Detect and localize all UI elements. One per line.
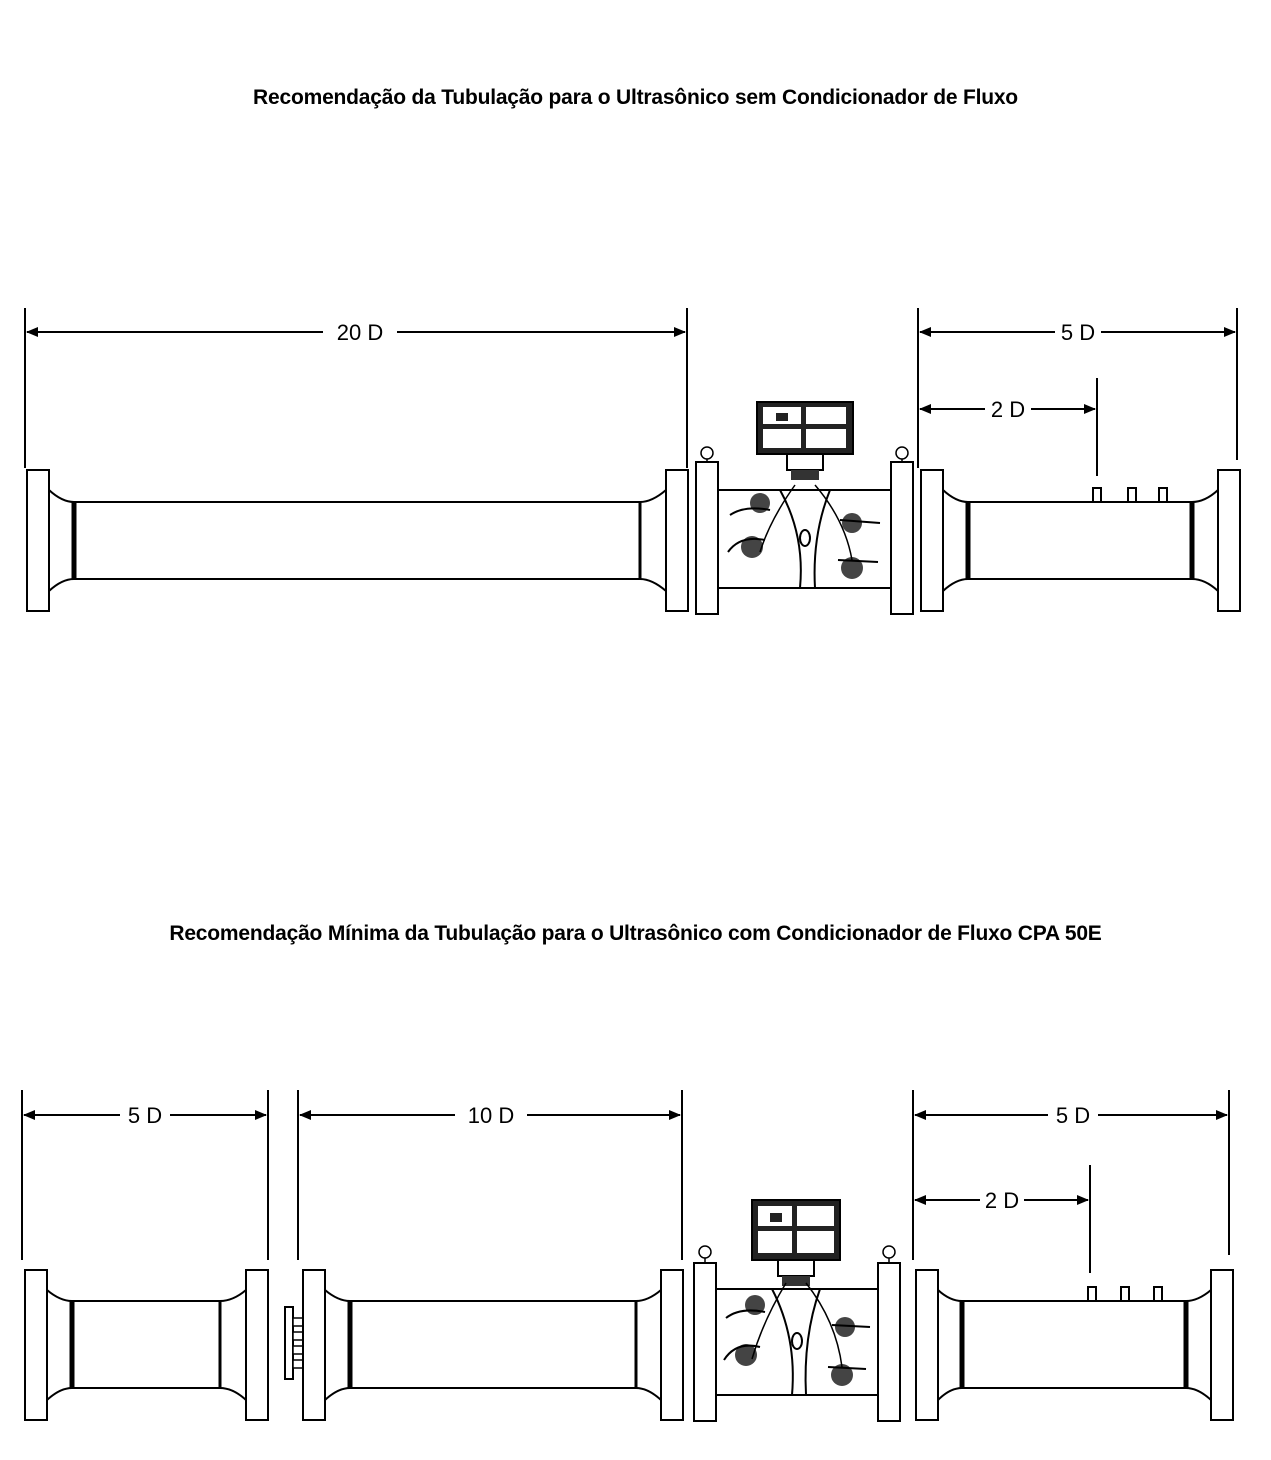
- downstream-pipe: [915, 1269, 1234, 1421]
- dimension-20d: 20 D: [24, 308, 688, 468]
- ultrasonic-meter: [695, 401, 914, 615]
- dimension-5d-downstream: 5 D: [917, 308, 1238, 468]
- dimension-2d-tap: 2 D: [919, 378, 1098, 476]
- dimension-label-2d: 2 D: [991, 397, 1025, 422]
- dimension-10d: 10 D: [297, 1090, 683, 1260]
- dimension-5d-upstream: 5 D: [21, 1090, 269, 1260]
- dimension-5d-downstream: 5 D: [912, 1090, 1230, 1260]
- upstream-pipe: [26, 469, 689, 612]
- flow-conditioner: [284, 1306, 304, 1380]
- ultrasonic-meter: [693, 1199, 901, 1422]
- upstream-long-pipe: [302, 1269, 684, 1421]
- dimension-label-20d: 20 D: [337, 320, 383, 345]
- dimension-label-2d: 2 D: [985, 1188, 1019, 1213]
- piping-diagram-bottom: 5 D 10 D 5 D 2 D: [21, 1090, 1234, 1422]
- upstream-short-pipe: [24, 1269, 269, 1421]
- piping-diagram-top: 20 D 5 D 2 D: [24, 308, 1241, 615]
- dimension-label-10d: 10 D: [468, 1103, 514, 1128]
- dimension-label-5d-upstream: 5 D: [128, 1103, 162, 1128]
- downstream-pipe: [920, 469, 1241, 612]
- title-top: Recomendação da Tubulação para o Ultrasô…: [253, 86, 1018, 109]
- dimension-label-5d-downstream: 5 D: [1056, 1103, 1090, 1128]
- title-bottom: Recomendação Mínima da Tubulação para o …: [169, 922, 1102, 945]
- dimension-2d-tap: 2 D: [914, 1165, 1091, 1273]
- dimension-label-5d: 5 D: [1061, 320, 1095, 345]
